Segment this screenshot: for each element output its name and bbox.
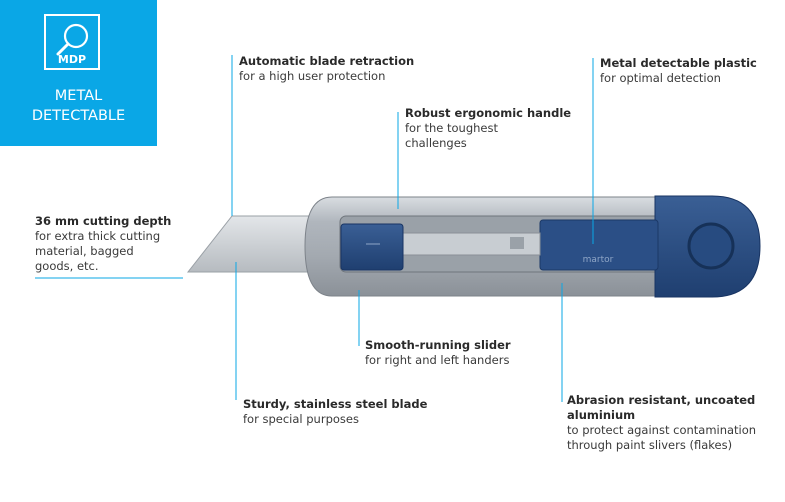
callout-depth-title: 36 mm cutting depth <box>35 214 172 228</box>
callout-slider: Smooth-running slider for right and left… <box>365 338 511 368</box>
slider <box>340 223 404 271</box>
callout-blade-desc: for special purposes <box>243 412 359 426</box>
callout-retraction-desc: for a high user protection <box>239 69 386 83</box>
callout-handle: Robust ergonomic handle for the toughest… <box>405 106 571 151</box>
callout-plastic-desc: for optimal detection <box>600 71 721 85</box>
callout-aluminium: Abrasion resistant, uncoated aluminium t… <box>567 393 756 453</box>
badge-title-line2: DETECTABLE <box>31 108 126 124</box>
callout-slider-desc: for right and left handers <box>365 353 510 367</box>
callout-plastic: Metal detectable plastic for optimal det… <box>600 56 757 86</box>
callout-handle-title: Robust ergonomic handle <box>405 106 572 120</box>
badge-title-line1: METAL <box>54 88 103 104</box>
callout-aluminium-desc: to protect against contamination through… <box>567 423 757 452</box>
callout-aluminium-title: Abrasion resistant, uncoated aluminium <box>567 393 756 422</box>
callout-handle-desc: for the toughest challenges <box>405 121 498 150</box>
callout-blade: Sturdy, stainless steel blade for specia… <box>243 397 427 427</box>
callout-slider-title: Smooth-running slider <box>365 338 511 352</box>
magnifier-icon: MDP <box>44 14 100 70</box>
knife-brand: martor <box>583 255 614 265</box>
badge-title: METAL DETECTABLE <box>0 86 157 126</box>
callout-retraction: Automatic blade retraction for a high us… <box>239 54 414 84</box>
callout-blade-title: Sturdy, stainless steel blade <box>243 397 428 411</box>
callout-depth-desc: for extra thick cutting material, bagged… <box>35 229 161 273</box>
callout-depth: 36 mm cutting depth for extra thick cutt… <box>35 214 171 274</box>
end-cap-ring <box>687 222 735 270</box>
callout-plastic-title: Metal detectable plastic <box>600 56 757 70</box>
badge-code: MDP <box>57 53 87 66</box>
metal-detectable-badge: MDP METAL DETECTABLE <box>0 0 157 146</box>
callout-retraction-title: Automatic blade retraction <box>239 54 415 68</box>
